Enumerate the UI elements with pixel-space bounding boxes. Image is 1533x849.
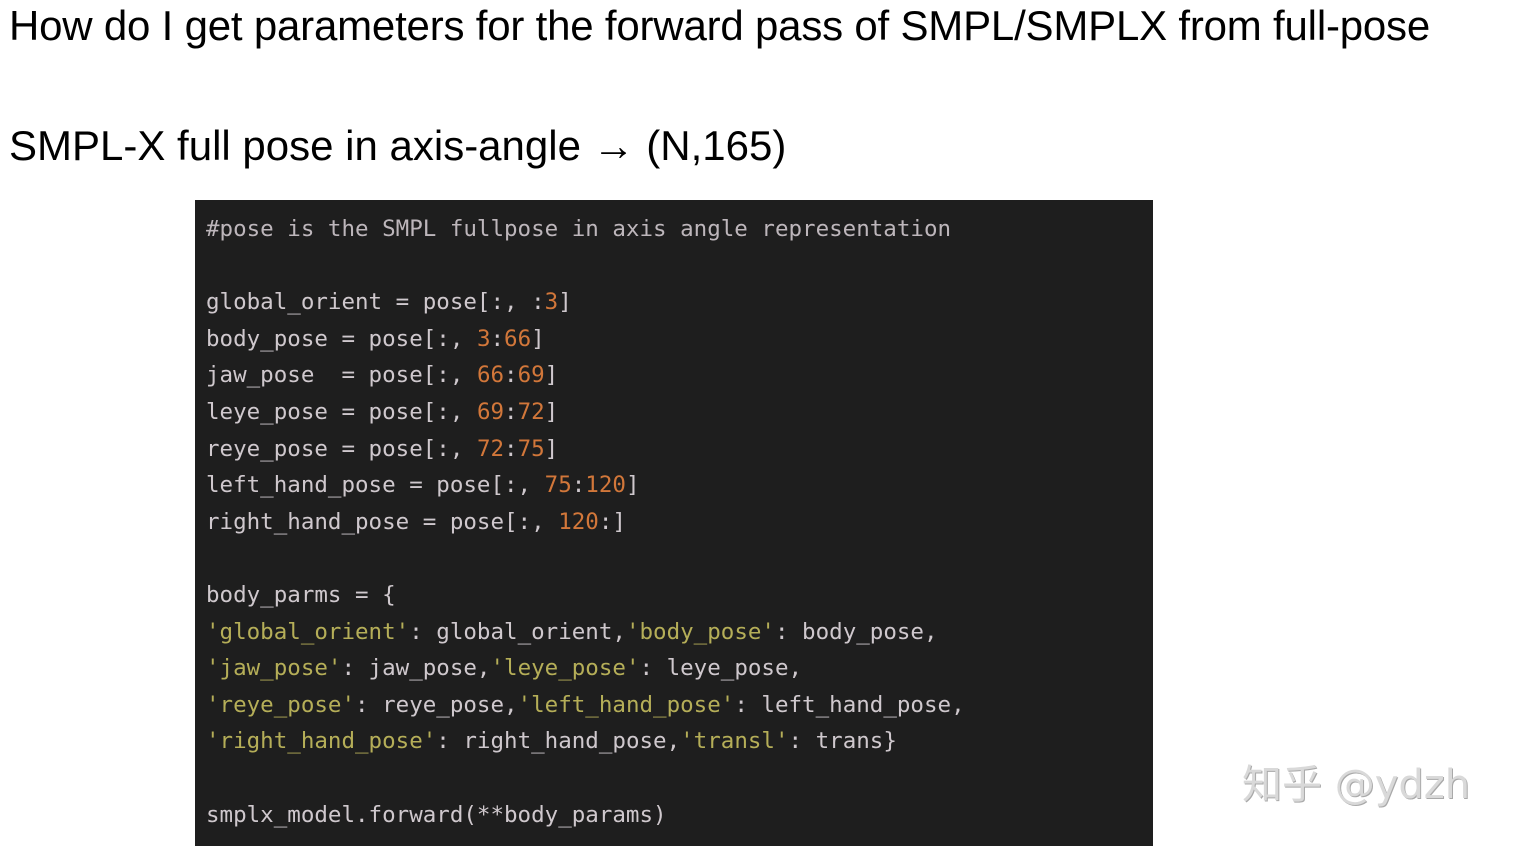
- code-string: 'right_hand_pose': [206, 728, 437, 755]
- code-text: : global_orient,: [409, 618, 626, 645]
- code-line-body-pose: body_pose = pose[:, 3:66]: [206, 321, 1153, 358]
- code-text: ]: [558, 289, 572, 316]
- code-number: 75: [517, 435, 545, 462]
- code-text: : right_hand_pose,: [436, 728, 681, 755]
- code-text: reye_pose = pose[:,: [206, 435, 477, 462]
- code-string: 'transl': [680, 728, 789, 755]
- code-line-right-hand-pose: right_hand_pose = pose[:, 120:]: [206, 504, 1153, 541]
- code-line-dict-row: 'reye_pose': reye_pose,'left_hand_pose':…: [206, 687, 1153, 724]
- code-line-leye-pose: leye_pose = pose[:, 69:72]: [206, 394, 1153, 431]
- slide-title: How do I get parameters for the forward …: [9, 2, 1431, 49]
- code-text: ]: [544, 398, 559, 425]
- code-number: 66: [476, 362, 505, 389]
- code-string: 'reye_pose': [206, 691, 356, 718]
- code-text: :: [504, 398, 518, 425]
- code-text: leye_pose = pose[:,: [206, 398, 477, 425]
- code-text: :]: [598, 508, 626, 535]
- code-text: :: [571, 472, 586, 499]
- code-number: 3: [544, 289, 559, 316]
- code-string: 'jaw_pose': [206, 655, 342, 682]
- code-text: :: [490, 325, 505, 352]
- code-text: : left_hand_pose,: [734, 691, 965, 718]
- code-number: 120: [558, 508, 599, 535]
- code-line-left-hand-pose: left_hand_pose = pose[:, 75:120]: [206, 467, 1153, 504]
- code-text: jaw_pose = pose[:,: [206, 362, 477, 389]
- code-number: 75: [544, 472, 572, 499]
- code-line-dict-row: 'jaw_pose': jaw_pose,'leye_pose': leye_p…: [206, 650, 1153, 687]
- code-number: 69: [476, 398, 505, 425]
- code-text: : leye_pose,: [639, 655, 803, 682]
- code-number: 69: [517, 362, 545, 389]
- code-number: 3: [476, 325, 491, 352]
- code-line-dict-open: body_parms = {: [206, 581, 396, 608]
- code-text: ]: [544, 435, 559, 462]
- code-text: right_hand_pose = pose[:,: [206, 508, 559, 535]
- code-number: 66: [504, 325, 532, 352]
- code-text: body_pose = pose[:,: [206, 325, 477, 352]
- code-text: :: [504, 362, 518, 389]
- code-line-dict-row: 'global_orient': global_orient,'body_pos…: [206, 614, 1153, 651]
- blank-line: [206, 540, 1153, 577]
- code-text: ]: [625, 472, 640, 499]
- zhihu-watermark: 知乎 @ydzh: [1242, 762, 1471, 808]
- code-comment: #pose is the SMPL fullpose in axis angle…: [206, 216, 952, 242]
- code-string: 'left_hand_pose': [517, 691, 735, 718]
- code-number: 72: [517, 398, 545, 425]
- code-text: :: [504, 435, 518, 462]
- code-text: left_hand_pose = pose[:,: [206, 472, 545, 499]
- code-line-reye-pose: reye_pose = pose[:, 72:75]: [206, 431, 1153, 468]
- code-line-dict-row: 'right_hand_pose': right_hand_pose,'tran…: [206, 723, 1153, 760]
- code-text: : reye_pose,: [355, 691, 518, 718]
- code-block: #pose is the SMPL fullpose in axis angle…: [195, 200, 1153, 846]
- code-text: ]: [544, 362, 559, 389]
- blank-line: [206, 248, 1153, 285]
- code-string: 'body_pose': [625, 618, 775, 645]
- code-number: 72: [476, 435, 505, 462]
- blank-line: [206, 760, 1153, 797]
- code-line-global-orient: global_orient = pose[:, :3]: [206, 284, 1153, 321]
- code-text: global_orient = pose[:, :: [206, 289, 545, 316]
- code-number: 120: [585, 472, 626, 499]
- slide-subtitle: SMPL-X full pose in axis-angle → (N,165): [9, 122, 787, 169]
- code-text: : jaw_pose,: [341, 655, 491, 682]
- code-string: 'global_orient': [206, 618, 410, 645]
- code-line-forward-call: smplx_model.forward(**body_params): [206, 801, 667, 828]
- code-line-jaw-pose: jaw_pose = pose[:, 66:69]: [206, 357, 1153, 394]
- code-text: : body_pose,: [774, 618, 938, 645]
- code-text: : trans}: [788, 728, 897, 755]
- code-text: ]: [531, 325, 545, 352]
- code-string: 'leye_pose': [490, 655, 640, 682]
